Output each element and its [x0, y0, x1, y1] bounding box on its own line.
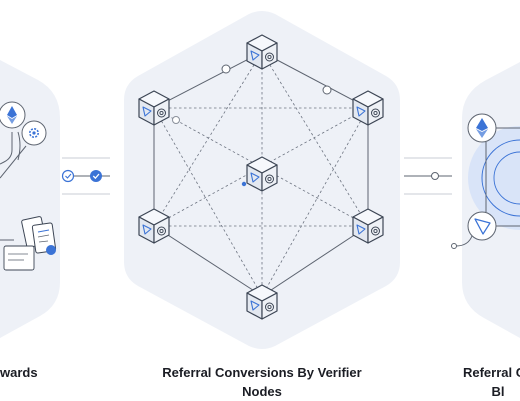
right-caption-line2: Bl [418, 382, 520, 401]
right-panel [452, 62, 520, 338]
verifier-network [124, 11, 400, 349]
right-caption-line1: Referral Co [418, 363, 520, 382]
verifier-node-top-left [139, 91, 169, 125]
verifier-node-top [247, 35, 277, 69]
tron-icon [468, 212, 496, 240]
right-connector [404, 158, 452, 194]
ethereum-icon [0, 102, 25, 128]
check-circle-icon [90, 170, 102, 182]
verifier-nodes-caption: Referral Conversions By Verifier Nodes [142, 363, 382, 401]
verifier-node-bottom-left [139, 209, 169, 243]
gear-icon [22, 121, 46, 145]
verifier-node-top-right [353, 91, 383, 125]
verifier-node-bottom-right [353, 209, 383, 243]
check-circle-icon [63, 171, 74, 182]
ethereum-icon [468, 114, 496, 142]
right-panel-caption: Referral Co Bl [418, 363, 520, 401]
left-panel [0, 60, 60, 338]
middle-caption-line2: Nodes [142, 382, 382, 401]
middle-caption-line1: Referral Conversions By Verifier [142, 363, 382, 382]
verifier-node-bottom [247, 285, 277, 319]
left-caption-line1: wards [0, 363, 50, 382]
left-panel-caption: wards [0, 363, 50, 382]
verifier-node-center [247, 157, 277, 191]
left-connector [62, 158, 110, 194]
